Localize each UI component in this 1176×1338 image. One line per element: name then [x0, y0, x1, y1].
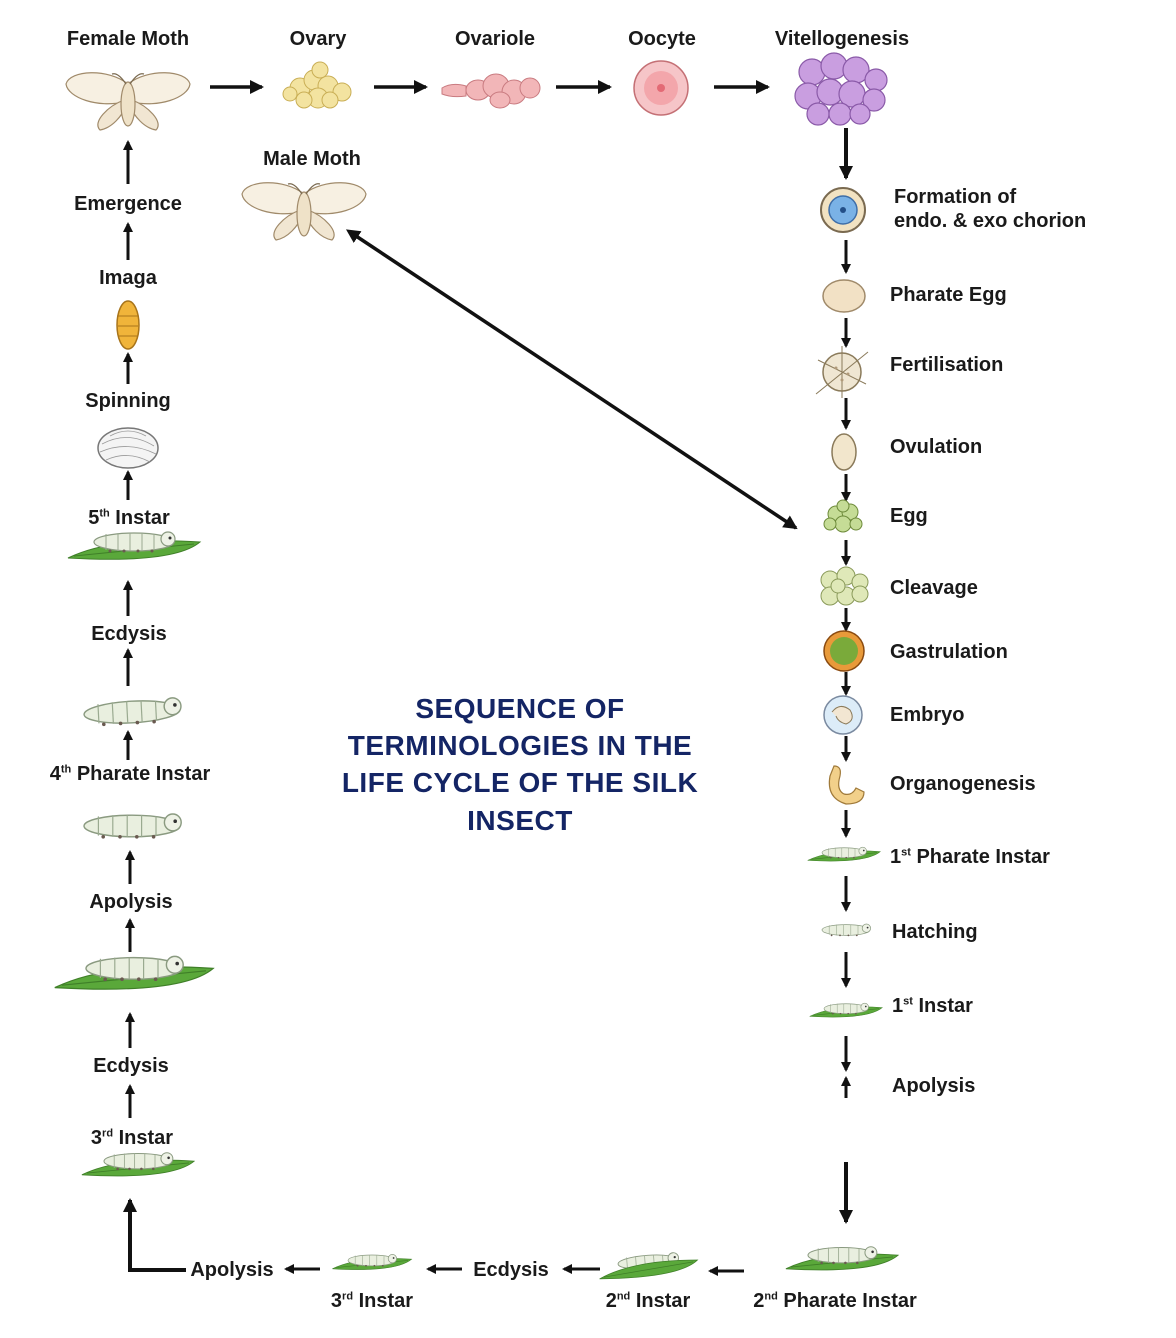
instar-3-bottom-icon: [332, 1254, 412, 1270]
label-ovary: Ovary: [289, 28, 347, 50]
pharate-instar-2-icon: [785, 1246, 899, 1271]
label-pharate-instar-4: 4th Pharate Instar: [49, 763, 211, 785]
title-line-1: SEQUENCE OF: [415, 693, 625, 724]
male-to-egg-arrow: [346, 229, 798, 530]
label-spinning: Spinning: [85, 390, 171, 412]
vitellogenesis-icon: [794, 52, 888, 126]
label-ecdysis-left-lower: Ecdysis: [93, 1055, 169, 1077]
ovariole-icon: [441, 73, 541, 109]
label-instar-1: 1st Instar: [892, 995, 973, 1017]
gastrulation-icon: [823, 630, 865, 672]
label-emergence: Emergence: [74, 193, 182, 215]
instar-5-icon: [67, 531, 201, 560]
label-apolysis-left: Apolysis: [89, 891, 173, 913]
label-instar-3-left: 3rd Instar: [90, 1127, 174, 1149]
chorion-icon: [820, 187, 866, 233]
label-imaga: Imaga: [99, 267, 157, 289]
label-organogenesis: Organogenesis: [890, 773, 1036, 795]
label-oocyte: Oocyte: [628, 28, 696, 50]
label-ovulation: Ovulation: [890, 436, 983, 458]
bottom-row-arrows: [123, 1198, 744, 1276]
pharate-egg-icon: [822, 279, 866, 313]
label-cleavage: Cleavage: [890, 577, 978, 599]
label-apolysis-bottom: Apolysis: [190, 1259, 274, 1281]
pharate-instar-1-icon: [807, 846, 881, 862]
label-instar-3-bottom: 3rd Instar: [330, 1290, 414, 1312]
label-ecdysis-left-upper: Ecdysis: [91, 623, 167, 645]
label-egg: Egg: [890, 505, 928, 527]
label-fertilisation: Fertilisation: [890, 354, 1004, 376]
label-formation-of: Formation of: [894, 186, 1017, 208]
instar-1-icon: [809, 1002, 883, 1018]
label-pharate-egg: Pharate Egg: [890, 284, 1007, 306]
ovary-icon: [282, 61, 352, 109]
label-apolysis-right: Apolysis: [892, 1075, 976, 1097]
embryo-icon: [823, 695, 863, 735]
ovulation-egg-icon: [831, 433, 857, 471]
label-instar-2: 2nd Instar: [605, 1290, 691, 1312]
pharate-instar-4-larva-icon: [83, 813, 182, 840]
pupa-icon: [116, 300, 140, 350]
title-line-3: LIFE CYCLE OF THE SILK: [341, 767, 699, 799]
instar-4-larva-icon: [82, 696, 183, 728]
label-vitellogenesis: Vitellogenesis: [774, 28, 910, 50]
male-moth-icon: [241, 182, 367, 241]
cocoon-icon: [97, 427, 159, 469]
title-line-2: TERMINOLOGIES IN THE: [347, 730, 693, 762]
label-ovariole: Ovariole: [454, 28, 536, 50]
hatching-larva-icon: [821, 923, 871, 937]
egg-cells-icon: [823, 499, 863, 533]
instar-3-left-icon: [81, 1152, 195, 1177]
organogenesis-icon: [828, 765, 865, 805]
cleavage-icon: [820, 566, 869, 606]
female-moth-icon: [65, 72, 191, 131]
label-pharate-instar-2: 2nd Pharate Instar: [753, 1290, 917, 1312]
apolysis-larva-icon: [54, 955, 214, 990]
label-embryo: Embryo: [890, 704, 965, 726]
label-pharate-instar-1: 1st Pharate Instar: [890, 846, 1050, 868]
label-gastrulation: Gastrulation: [890, 641, 1008, 663]
fertilisation-icon: [815, 346, 869, 398]
diagram-title: SEQUENCE OF TERMINOLOGIES IN THE LIFE CY…: [342, 690, 698, 839]
label-female-moth: Female Moth: [66, 28, 190, 50]
label-instar-5: 5th Instar: [88, 507, 170, 529]
title-line-4: INSECT: [467, 804, 573, 836]
oocyte-icon: [633, 60, 689, 116]
label-male-moth: Male Moth: [263, 148, 361, 170]
label-endo-exo-chorion: endo. & exo chorion: [894, 210, 1087, 232]
left-column-arrows: [123, 140, 135, 1118]
label-hatching: Hatching: [892, 921, 978, 943]
instar-2-icon: [598, 1251, 699, 1281]
label-ecdysis-bottom: Ecdysis: [473, 1259, 549, 1281]
